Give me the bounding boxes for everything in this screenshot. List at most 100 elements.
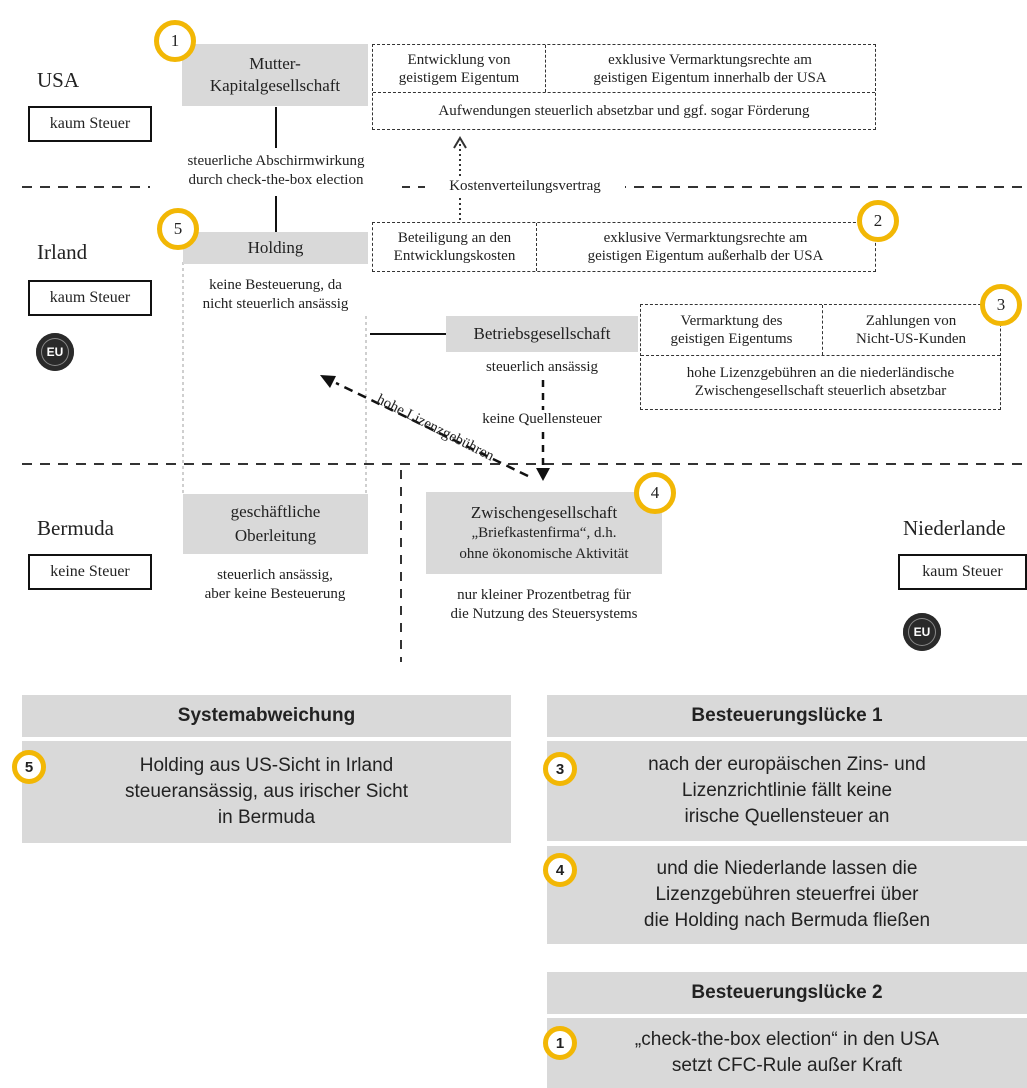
geschaeftliche-oberleitung: geschäftliche Oberleitung bbox=[183, 494, 368, 554]
nl-rights-divider-h bbox=[641, 355, 1000, 356]
systemabweichung-l1: Holding aus US-Sicht in Irland bbox=[139, 755, 394, 776]
us-rights-expenses: Aufwendungen steuerlich absetzbar und gg… bbox=[438, 102, 810, 119]
eu-flag-niederlande-icon: EU bbox=[903, 613, 941, 651]
tax-status-niederlande: kaum Steuer bbox=[898, 554, 1027, 590]
ie-rights-cost-share: Beteiligung an den Entwicklungskosten bbox=[373, 223, 536, 270]
systemabweichung-badge-5-icon: 5 bbox=[12, 750, 46, 784]
holding: Holding bbox=[183, 232, 368, 264]
us-rights-divider-v bbox=[545, 45, 546, 92]
luecke1-badge-4-icon: 4 bbox=[543, 853, 577, 887]
nl-rights-payments: Zahlungen von Nicht-US-Kunden bbox=[822, 305, 1000, 355]
nl-rights-box: Vermarktung des geistigen Eigentums Zahl… bbox=[640, 304, 1001, 410]
systemabweichung-header: Systemabweichung bbox=[22, 695, 511, 737]
badge-1-icon: 1 bbox=[154, 20, 196, 62]
oberleitung-desc-l1: steuerlich ansässig, bbox=[217, 567, 333, 583]
mutter-kapitalgesellschaft: Mutter- Kapitalgesellschaft bbox=[182, 44, 368, 106]
systemabweichung-lines: Holding aus US-Sicht in Irland steuerans… bbox=[125, 753, 408, 831]
oberleitung-l2: Oberleitung bbox=[234, 526, 317, 545]
besteuerungsluecke1-item1-lines: nach der europäischen Zins- und Lizenzri… bbox=[648, 752, 926, 830]
ie-rights-box: Beteiligung an den Entwicklungskosten ex… bbox=[372, 222, 876, 272]
lizenz-arrow-line bbox=[335, 381, 529, 478]
badge-5-icon: 5 bbox=[157, 208, 199, 250]
luecke2-item1-l2: setzt CFC-Rule außer Kraft bbox=[671, 1055, 903, 1076]
nl-rights-divider-v bbox=[822, 305, 823, 355]
country-irland: Irland bbox=[37, 240, 88, 264]
luecke1-item2-l2: Lizenzgebühren steuerfrei über bbox=[655, 884, 919, 905]
systemabweichung-l3: in Bermuda bbox=[217, 807, 316, 828]
kv-arrowhead bbox=[453, 136, 467, 149]
nl-rights-marketing: Vermarktung des geistigen Eigentums bbox=[641, 305, 822, 355]
luecke1-item2-l3: die Holding nach Bermuda fließen bbox=[643, 910, 931, 931]
ie-rights-marketing-l1: exklusive Vermarktungsrechte am bbox=[603, 229, 808, 246]
us-rights-marketing: exklusive Vermarktungsrechte am geistige… bbox=[545, 45, 875, 92]
abschirmwirkung-text: steuerliche Abschirmwirkung durch check-… bbox=[150, 152, 402, 190]
us-rights-development-l2: geistigem Eigentum bbox=[398, 69, 520, 86]
besteuerungsluecke2-item1-lines: „check-the-box election“ in den USA setz… bbox=[635, 1027, 939, 1079]
kostenverteilungsvertrag-label: Kostenverteilungsvertrag bbox=[425, 177, 625, 196]
holding-desc-l2: nicht steuerlich ansässig bbox=[202, 296, 349, 312]
ie-rights-cost-share-l2: Entwicklungskosten bbox=[393, 247, 516, 264]
nl-rights-license-fees: hohe Lizenzgebühren an die niederländisc… bbox=[641, 355, 1000, 409]
us-rights-box: Entwicklung von geistigem Eigentum exklu… bbox=[372, 44, 876, 130]
abschirmwirkung-l2: durch check-the-box election bbox=[188, 172, 364, 188]
zwischen-l2: „Briefkastenfirma“, d.h. bbox=[471, 524, 617, 541]
luecke1-item1-l2: Lizenzrichtlinie fällt keine bbox=[681, 780, 893, 801]
badge-4-icon: 4 bbox=[634, 472, 676, 514]
tax-status-usa: kaum Steuer bbox=[28, 106, 152, 142]
abschirmwirkung-l1: steuerliche Abschirmwirkung bbox=[187, 153, 365, 169]
mutter-line1: Mutter- bbox=[249, 54, 301, 73]
badge-3-icon: 3 bbox=[980, 284, 1022, 326]
besteuerungsluecke1-header: Besteuerungslücke 1 bbox=[547, 695, 1027, 737]
mutter-line2: Kapitalgesellschaft bbox=[209, 76, 341, 95]
besteuerungsluecke1-item1: nach der europäischen Zins- und Lizenzri… bbox=[547, 741, 1027, 841]
betrieb-description: steuerlich ansässig bbox=[485, 359, 599, 375]
zwischen-title: Zwischengesellschaft bbox=[470, 502, 618, 522]
holding-desc-l1: keine Besteuerung, da bbox=[209, 277, 342, 293]
zwischen-desc-l1: nur kleiner Prozentbetrag für bbox=[457, 587, 631, 603]
us-rights-development: Entwicklung von geistigem Eigentum bbox=[373, 45, 545, 92]
us-rights-divider-h bbox=[373, 92, 875, 93]
ie-rights-cost-share-l1: Beteiligung an den bbox=[397, 229, 512, 246]
us-rights-marketing-l1: exklusive Vermarktungsrechte am bbox=[608, 51, 812, 68]
luecke2-item1-l1: „check-the-box election“ in den USA bbox=[634, 1029, 940, 1050]
nl-rights-license-fees-l1: hohe Lizenzgebühren an die niederländisc… bbox=[686, 365, 955, 381]
zwischengesellschaft: Zwischengesellschaft „Briefkastenfirma“,… bbox=[426, 492, 662, 574]
besteuerungsluecke2-header: Besteuerungslücke 2 bbox=[547, 972, 1027, 1014]
tax-status-bermuda: keine Steuer bbox=[28, 554, 152, 590]
nl-rights-license-fees-l2: Zwischengesellschaft steuerlich absetzba… bbox=[694, 383, 947, 399]
tax-status-irland: kaum Steuer bbox=[28, 280, 152, 316]
lizenz-arrowhead bbox=[320, 375, 336, 388]
systemabweichung-text: Holding aus US-Sicht in Irland steuerans… bbox=[22, 741, 511, 843]
ie-rights-marketing: exklusive Vermarktungsrechte am geistige… bbox=[536, 223, 875, 270]
zwischen-desc-l2: die Nutzung des Steuersystems bbox=[450, 606, 638, 622]
zwischen-description: nur kleiner Prozentbetrag für die Nutzun… bbox=[405, 586, 683, 624]
besteuerungsluecke1-item2: und die Niederlande lassen die Lizenzgeb… bbox=[547, 846, 1027, 944]
luecke1-badge-3-icon: 3 bbox=[543, 752, 577, 786]
besteuerungsluecke1-item2-lines: und die Niederlande lassen die Lizenzgeb… bbox=[644, 856, 930, 934]
ie-rights-marketing-l2: geistigen Eigentum außerhalb der USA bbox=[587, 247, 824, 264]
zwischen-l3: ohne ökonomische Aktivität bbox=[459, 545, 629, 562]
country-niederlande: Niederlande bbox=[903, 516, 1006, 540]
besteuerungsluecke2-item1: „check-the-box election“ in den USA setz… bbox=[547, 1018, 1027, 1088]
us-rights-marketing-l2: geistigen Eigentum innerhalb der USA bbox=[593, 69, 827, 86]
nl-rights-payments-l2: Nicht-US-Kunden bbox=[856, 331, 966, 347]
oberleitung-desc-l2: aber keine Besteuerung bbox=[204, 586, 346, 602]
us-rights-development-l1: Entwicklung von bbox=[407, 51, 511, 68]
nl-rights-marketing-l2: geistigen Eigentums bbox=[670, 331, 793, 347]
ie-rights-divider bbox=[536, 223, 537, 271]
keine-quellensteuer-label: keine Quellensteuer bbox=[446, 410, 638, 429]
betrieb-zwischen-arrowhead bbox=[536, 468, 550, 481]
luecke1-item2-l1: und die Niederlande lassen die bbox=[656, 858, 918, 879]
oberleitung-description: steuerlich ansässig, aber keine Besteuer… bbox=[165, 566, 385, 604]
nl-rights-payments-l1: Zahlungen von bbox=[865, 313, 957, 329]
luecke1-item1-l3: irische Quellensteuer an bbox=[684, 806, 890, 827]
luecke1-item1-l1: nach der europäischen Zins- und bbox=[648, 754, 926, 775]
badge-2-icon: 2 bbox=[857, 200, 899, 242]
nl-rights-marketing-l1: Vermarktung des bbox=[680, 313, 783, 329]
country-bermuda: Bermuda bbox=[37, 516, 114, 540]
country-usa: USA bbox=[37, 68, 80, 92]
oberleitung-l1: geschäftliche bbox=[230, 502, 321, 521]
luecke2-badge-1-icon: 1 bbox=[543, 1026, 577, 1060]
systemabweichung-l2: steueransässig, aus irischer Sicht bbox=[124, 781, 408, 802]
